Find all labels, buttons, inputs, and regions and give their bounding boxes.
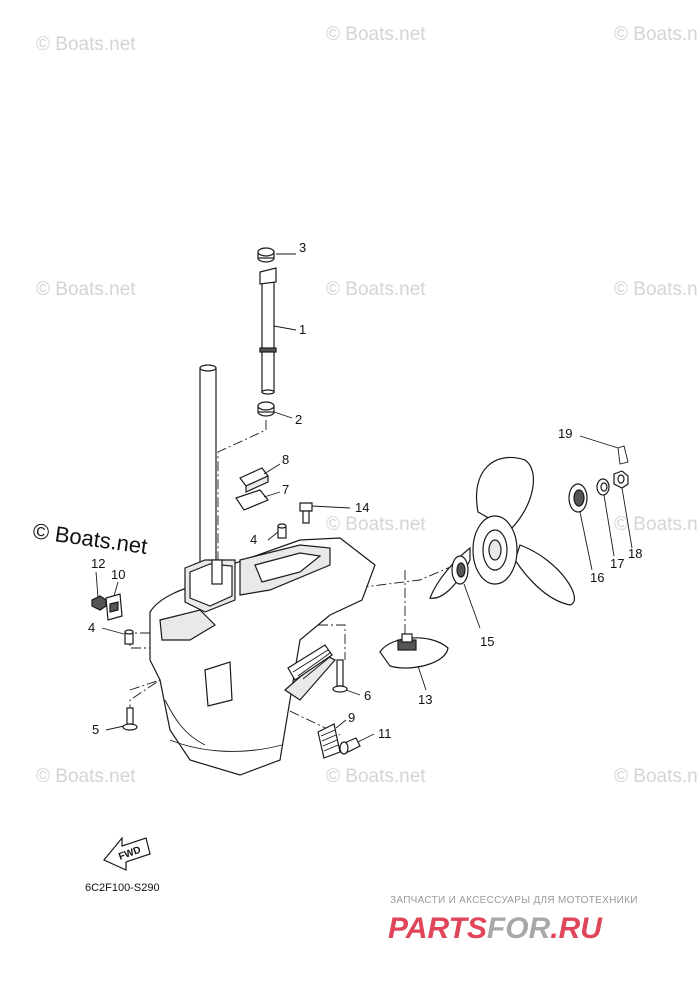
callout-12: 12 xyxy=(91,556,105,571)
water-tube xyxy=(259,267,277,395)
watermark: © Boats.net xyxy=(326,24,426,45)
watermark: © Boats.net xyxy=(326,514,426,535)
thrust-washer xyxy=(451,555,469,585)
callout-1: 1 xyxy=(299,322,306,337)
callout-6: 6 xyxy=(364,688,371,703)
seal-plate xyxy=(235,489,269,511)
callout-15: 15 xyxy=(480,634,494,649)
dowel-pin-left xyxy=(124,629,134,645)
fwd-arrow: FWD xyxy=(103,836,151,871)
bolt-5 xyxy=(122,707,138,731)
watermark: © Boats.net xyxy=(36,766,136,787)
plate-10 xyxy=(105,593,123,621)
callout-7: 7 xyxy=(282,482,289,497)
screw-11 xyxy=(339,737,361,755)
brand-name-left: PARTS xyxy=(388,912,487,945)
callout-11: 11 xyxy=(378,726,392,741)
callout-4: 4 xyxy=(88,620,95,635)
brand-tagline: ЗАПЧАСТИ И АКСЕССУАРЫ ДЛЯ МОТОТЕХНИКИ xyxy=(390,895,638,906)
callout-2: 2 xyxy=(295,412,302,427)
grommet-top xyxy=(257,247,275,263)
brand-name: PARTSFOR.RU xyxy=(388,912,603,945)
watermark: © Boats.net xyxy=(36,34,136,55)
dowel-pin-upper xyxy=(277,523,287,539)
watermark: © Boats.net xyxy=(326,279,426,300)
watermark-strong: © Boats.net xyxy=(31,518,149,559)
bolt-6 xyxy=(332,659,348,693)
grille-9 xyxy=(317,723,341,759)
callout-19: 19 xyxy=(558,426,572,441)
leader-lines xyxy=(95,253,633,743)
brand-logo: ЗАПЧАСТИ И АКСЕССУАРЫ ДЛЯ МОТОТЕХНИКИ PA… xyxy=(388,895,638,945)
callout-16: 16 xyxy=(590,570,604,585)
diagram-code: 6C2F100-S290 xyxy=(85,882,160,894)
callout-10: 10 xyxy=(111,567,125,582)
watermark: © Boats.net xyxy=(326,766,426,787)
cotter-pin xyxy=(617,445,629,465)
callout-5: 5 xyxy=(92,722,99,737)
nut-18 xyxy=(613,470,629,489)
trim-tab xyxy=(379,633,449,669)
callout-3: 3 xyxy=(299,240,306,255)
brand-name-right: .RU xyxy=(550,912,603,945)
bolt-14 xyxy=(299,502,313,524)
propeller-shaft xyxy=(287,644,333,681)
callout-4: 4 xyxy=(250,532,257,547)
callout-13: 13 xyxy=(418,692,432,707)
callouts: 3 1 2 8 7 4 14 12 10 4 5 6 9 11 13 15 16… xyxy=(88,240,642,741)
grommet-bottom xyxy=(257,401,275,417)
callout-8: 8 xyxy=(282,452,289,467)
watermark: © Boats.net xyxy=(614,766,698,787)
callout-9: 9 xyxy=(348,710,355,725)
brand-name-mid: FOR xyxy=(487,912,551,945)
callout-14: 14 xyxy=(355,500,369,515)
rubber-seal xyxy=(239,467,269,493)
watermark: © Boats.net xyxy=(614,279,698,300)
nut-12 xyxy=(91,595,107,611)
propeller xyxy=(429,456,575,606)
washer-17 xyxy=(596,478,610,496)
lower-casing xyxy=(149,537,376,776)
drive-shaft xyxy=(199,364,217,579)
watermark: © Boats.net xyxy=(614,24,698,45)
callout-18: 18 xyxy=(628,546,642,561)
spacer-16 xyxy=(568,483,588,513)
callout-17: 17 xyxy=(610,556,624,571)
watermark: © Boats.net xyxy=(36,279,136,300)
watermark: © Boats.net xyxy=(614,514,698,535)
